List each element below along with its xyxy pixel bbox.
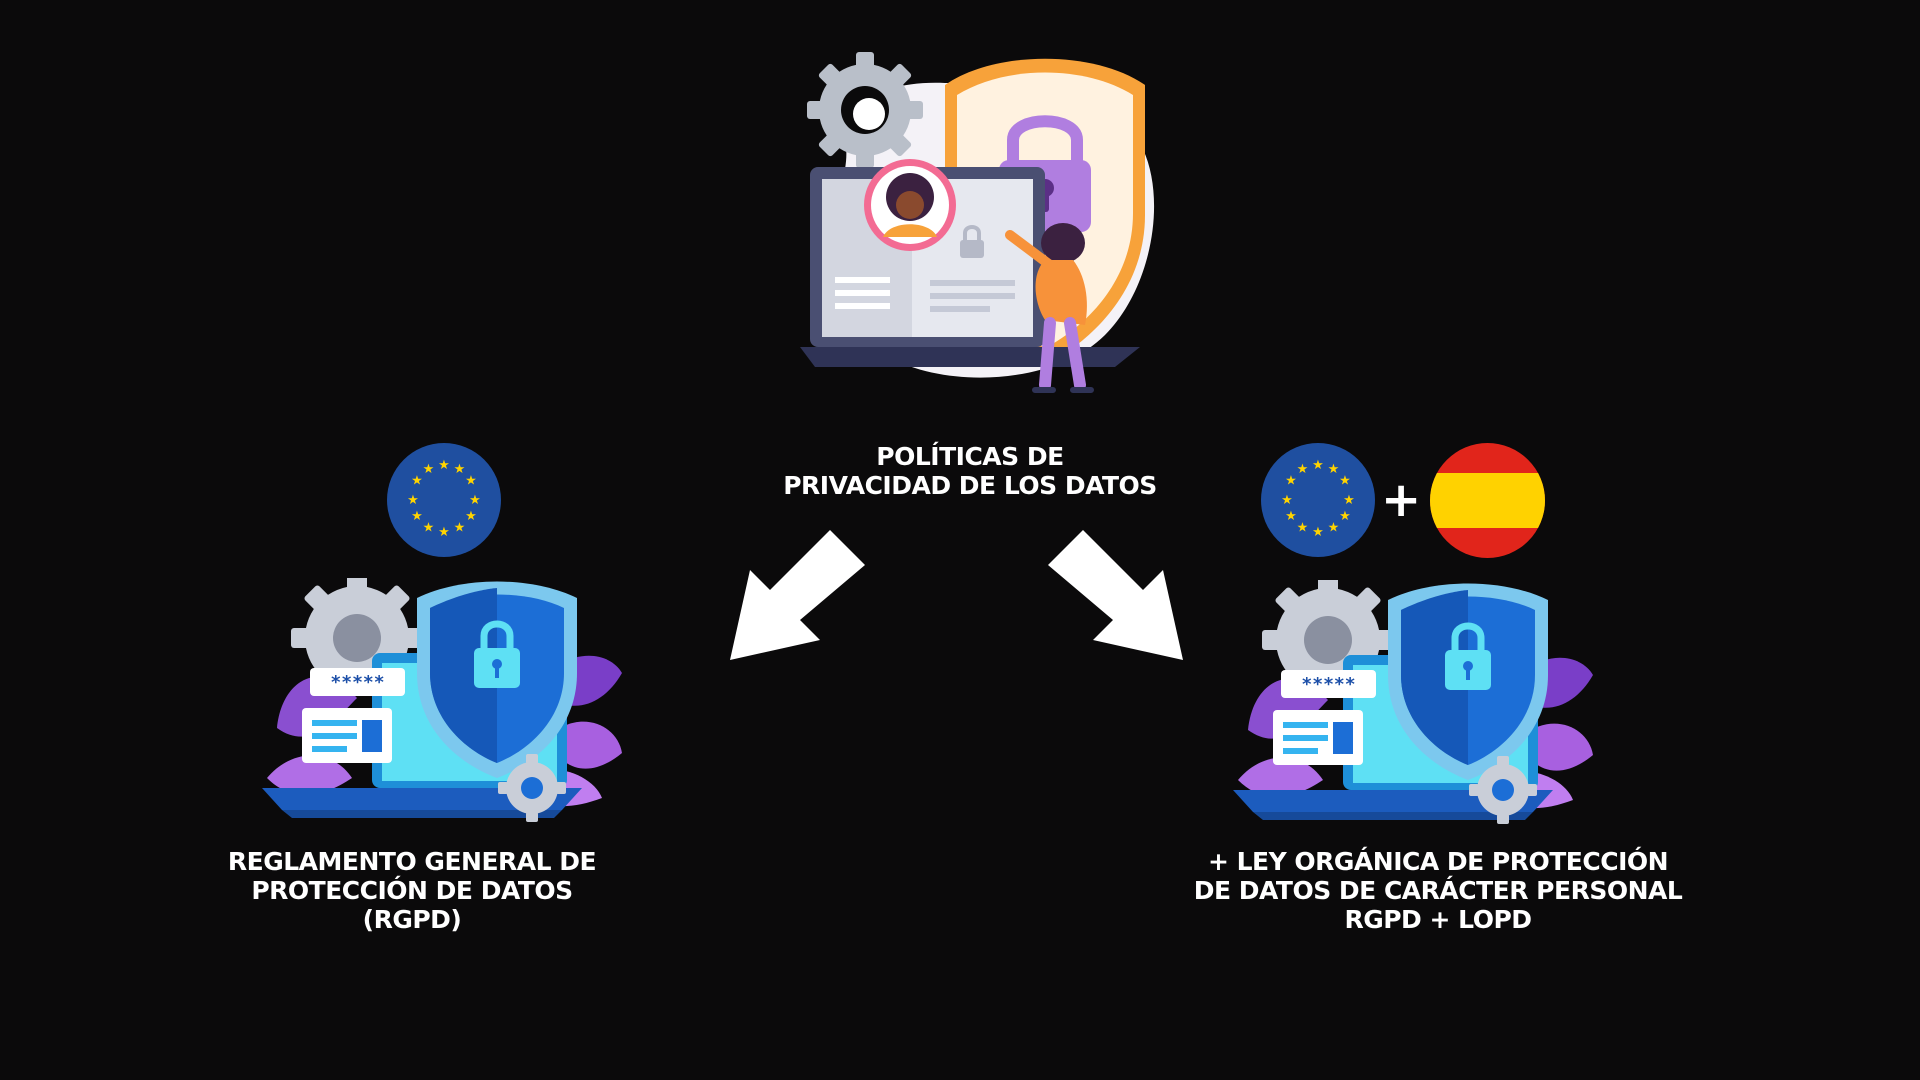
svg-text:★: ★	[1328, 462, 1340, 477]
right-node-line: RGPD + LOPD	[1344, 905, 1532, 934]
svg-text:★: ★	[1328, 521, 1340, 536]
right-node-line: + LEY ORGÁNICA DE PROTECCIÓN	[1207, 847, 1669, 876]
svg-text:★: ★	[1297, 462, 1309, 477]
svg-text:★: ★	[411, 474, 423, 489]
svg-text:★: ★	[1281, 493, 1293, 508]
svg-text:★: ★	[465, 509, 477, 524]
center-node-line: POLÍTICAS DE	[876, 442, 1064, 471]
svg-text:★: ★	[1339, 474, 1351, 489]
svg-text:★: ★	[423, 521, 435, 536]
svg-text:★: ★	[454, 521, 466, 536]
password-mask: *****	[330, 672, 384, 693]
svg-text:★: ★	[454, 462, 466, 477]
svg-text:★: ★	[465, 474, 477, 489]
spain-flag	[1430, 443, 1545, 558]
down-right-arrow	[1043, 525, 1188, 665]
eu-flag: ★ ★ ★ ★ ★ ★ ★ ★ ★ ★ ★ ★	[387, 443, 501, 557]
svg-text:★: ★	[1285, 509, 1297, 524]
svg-text:★: ★	[411, 509, 423, 524]
svg-text:★: ★	[438, 525, 450, 540]
svg-text:★: ★	[1297, 521, 1309, 536]
right-node-line: DE DATOS DE CARÁCTER PERSONAL	[1193, 876, 1683, 905]
left-node-line: REGLAMENTO GENERAL DE	[227, 847, 597, 876]
svg-text:★: ★	[469, 493, 481, 508]
privacy-illustration	[795, 45, 1175, 415]
flag-plus-sign: +	[1381, 472, 1422, 528]
left-node-label: REGLAMENTO GENERAL DE PROTECCIÓN DE DATO…	[172, 847, 652, 934]
left-node-line: (RGPD)	[362, 905, 462, 934]
password-mask: *****	[1301, 674, 1355, 695]
svg-text:★: ★	[1285, 474, 1297, 489]
svg-text:★: ★	[1339, 509, 1351, 524]
center-node-line: PRIVACIDAD DE LOS DATOS	[783, 471, 1157, 500]
security-laptop-illustration: *****	[262, 578, 627, 823]
left-node-line: PROTECCIÓN DE DATOS	[251, 876, 573, 905]
svg-text:★: ★	[407, 493, 419, 508]
svg-text:★: ★	[1312, 458, 1324, 473]
down-left-arrow	[725, 525, 870, 665]
svg-text:★: ★	[423, 462, 435, 477]
security-laptop-illustration: *****	[1233, 580, 1598, 825]
center-node-label: POLÍTICAS DE PRIVACIDAD DE LOS DATOS	[710, 442, 1230, 500]
svg-text:★: ★	[438, 458, 450, 473]
svg-text:★: ★	[1343, 493, 1355, 508]
svg-text:★: ★	[1312, 525, 1324, 540]
right-node-label: + LEY ORGÁNICA DE PROTECCIÓN DE DATOS DE…	[1118, 847, 1758, 934]
eu-flag: ★ ★ ★ ★ ★ ★ ★ ★ ★ ★ ★ ★	[1261, 443, 1375, 557]
